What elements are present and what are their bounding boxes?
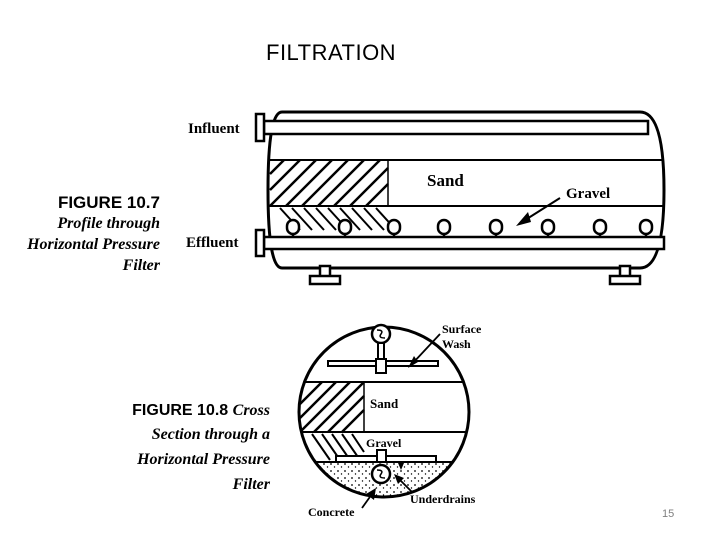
underdrains-label: Underdrains bbox=[410, 492, 476, 506]
sand-label: Sand bbox=[370, 396, 399, 411]
caption-line: Filter bbox=[122, 257, 160, 274]
tank-shell bbox=[266, 110, 666, 270]
support-legs bbox=[308, 264, 642, 286]
sand-hatching bbox=[269, 159, 389, 207]
influent-flange bbox=[254, 112, 266, 143]
page-number: 15 bbox=[662, 508, 675, 520]
concrete-label: Concrete bbox=[308, 505, 355, 519]
caption-line: Horizontal Pressure bbox=[27, 236, 160, 253]
underdrain-nozzles bbox=[285, 218, 654, 237]
figure-number: FIGURE 10.7 bbox=[57, 193, 160, 212]
sand-label: Sand bbox=[427, 171, 464, 190]
caption-line: Filter bbox=[232, 476, 270, 493]
effluent-label: Effluent bbox=[186, 235, 239, 251]
slide-title: FILTRATION bbox=[266, 40, 397, 65]
figure-10-7-caption: FIGURE 10.7 Profile through Horizontal P… bbox=[0, 192, 160, 276]
horizontal-filter-profile: Influent Effluent Sand Gravel bbox=[186, 110, 666, 286]
influent-pipe bbox=[262, 119, 650, 136]
effluent-pipe bbox=[262, 235, 666, 251]
figure-10-8-caption: FIGURE 10.8 Cross Section through a Hori… bbox=[84, 400, 270, 497]
caption-line: Horizontal Pressure bbox=[137, 451, 270, 468]
figure-number-suffix: Cross bbox=[232, 402, 270, 419]
figure-number-text: FIGURE 10.8 bbox=[132, 402, 229, 419]
caption-line: Section through a bbox=[151, 426, 270, 443]
cross-section-diagram: Surface Wash Sand Gravel Concrete Underd… bbox=[297, 322, 482, 519]
figure-number: FIGURE 10.8 Cross bbox=[84, 400, 270, 422]
gravel-label: Gravel bbox=[566, 186, 610, 202]
surface-wash-label: Surface bbox=[442, 322, 482, 336]
surface-wash-label-2: Wash bbox=[442, 337, 471, 351]
gravel-label: Gravel bbox=[366, 436, 402, 450]
influent-label: Influent bbox=[188, 121, 240, 137]
effluent-flange bbox=[254, 228, 266, 258]
sand-hatching bbox=[299, 381, 365, 433]
caption-line: Profile through bbox=[57, 215, 160, 232]
